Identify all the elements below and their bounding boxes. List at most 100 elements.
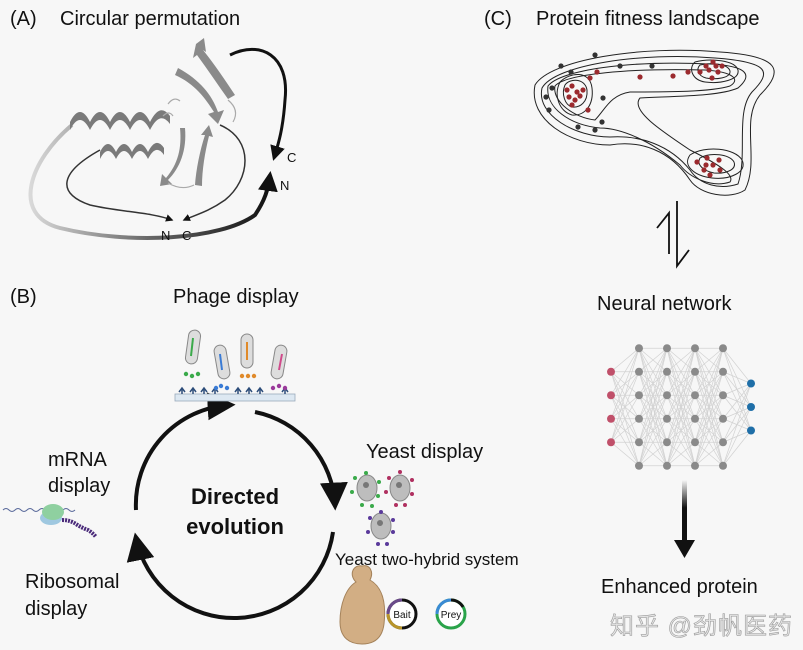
low-fitness-variant-dot [549, 85, 555, 91]
high-fitness-variant-dot [709, 75, 715, 81]
high-fitness-variant-dot [713, 63, 719, 69]
nn-edge [694, 348, 724, 396]
nn-hidden-node [719, 344, 727, 353]
high-fitness-variant-dot [564, 87, 570, 93]
nn-edge [722, 383, 752, 396]
high-fitness-variant-dot [703, 63, 709, 69]
mrna-display-label-line1: mRNA [48, 449, 107, 471]
nn-edge [610, 348, 640, 419]
high-fitness-variant-dot [574, 89, 580, 95]
high-fitness-variant-dot [569, 102, 575, 108]
high-fitness-variant-dot [710, 162, 716, 168]
nn-hidden-node [635, 461, 643, 470]
ribosomal-display-label-line1: Ribosomal [25, 571, 120, 593]
high-fitness-variant-dot [670, 73, 676, 79]
equilibrium-arrows-icon [656, 201, 690, 269]
nn-input-node [607, 438, 615, 447]
directed-evolution-label-line1: Directed [190, 484, 280, 509]
nn-edge [638, 371, 668, 466]
nn-hidden-node [663, 391, 671, 400]
panel-a-tag: (A) [10, 8, 37, 30]
mrna-display-label-line2: display [48, 475, 111, 497]
nn-hidden-node [691, 344, 699, 353]
high-fitness-variant-dot [715, 69, 721, 75]
landscape-dots [543, 52, 725, 178]
nn-hidden-node [691, 438, 699, 447]
nn-edge [694, 418, 724, 466]
nn-edge [722, 383, 752, 443]
nn-edge [722, 383, 752, 466]
enhanced-protein-label: Enhanced protein [601, 576, 758, 598]
nn-hidden-node [719, 461, 727, 470]
high-fitness-variant-dot [580, 87, 586, 93]
low-fitness-variant-dot [592, 52, 598, 58]
nn-output-node [747, 379, 755, 388]
low-fitness-variant-dot [600, 95, 606, 101]
beta-strand-icon [160, 38, 235, 186]
nn-input-node [607, 414, 615, 423]
nn-edge [722, 383, 752, 419]
high-fitness-variant-dot [637, 74, 643, 80]
neural-network-diagram [607, 344, 755, 470]
nn-hidden-node [691, 414, 699, 423]
nn-output-node [747, 426, 755, 435]
high-fitness-variant-dot [585, 107, 591, 113]
nn-output-node [747, 403, 755, 411]
nn-hidden-node [635, 391, 643, 400]
nn-edge [638, 395, 668, 466]
nn-hidden-node [663, 367, 671, 376]
nn-edge [666, 418, 696, 466]
nn-edge [722, 406, 752, 466]
nn-hidden-node [663, 438, 671, 447]
nn-edge [638, 348, 668, 466]
nn-edge [610, 348, 640, 443]
nn-edge [638, 348, 668, 396]
nn-edge [666, 348, 696, 396]
outer-permutation-loop [28, 47, 288, 240]
watermark: 知乎 @劲帆医药 [610, 613, 794, 641]
nn-hidden-node [663, 414, 671, 423]
loop-connector [162, 98, 237, 189]
low-fitness-variant-dot [649, 63, 655, 69]
nn-hidden-node [691, 367, 699, 376]
high-fitness-variant-dot [566, 94, 572, 100]
ribosomal-display-label-line2: display [25, 598, 88, 620]
yeast-cell-icon [339, 565, 386, 645]
panel-b-tag: (B) [10, 286, 37, 308]
yeast-two-hybrid-label: Yeast two-hybrid system [335, 550, 519, 569]
high-fitness-variant-dot [716, 157, 722, 163]
nn-hidden-node [635, 344, 643, 353]
inner-n-terminus: N [161, 228, 170, 243]
high-fitness-variant-dot [697, 69, 703, 75]
low-fitness-variant-dot [599, 119, 605, 125]
nn-edge [694, 348, 724, 466]
high-fitness-variant-dot [706, 67, 712, 73]
inner-permutation-loop [66, 124, 246, 222]
nn-input-node [607, 391, 615, 400]
phage-display-illustration [174, 329, 296, 402]
nn-edge [694, 371, 724, 466]
ribosome-mrna-illustration [2, 504, 98, 539]
high-fitness-variant-dot [710, 59, 716, 65]
high-fitness-variant-dot [703, 162, 709, 168]
high-fitness-variant-dot [587, 75, 593, 81]
low-fitness-variant-dot [558, 63, 564, 69]
directed-evolution-cycle [126, 392, 348, 620]
nn-edge [638, 418, 668, 466]
nn-hidden-node [635, 414, 643, 423]
nn-edge [666, 348, 696, 466]
nn-edge [694, 348, 724, 443]
low-fitness-variant-dot [575, 124, 581, 130]
nn-edge [610, 418, 640, 443]
low-fitness-variant-dot [617, 63, 623, 69]
prey-plasmid-icon: Prey [435, 598, 467, 630]
nn-edge [666, 347, 696, 373]
high-fitness-variant-dot [569, 83, 575, 89]
nn-edge [638, 347, 668, 373]
nn-hidden-node [719, 367, 727, 376]
bait-plasmid-icon: Bait [386, 598, 418, 630]
nn-edge [666, 348, 696, 419]
inner-c-terminus: C [182, 228, 191, 243]
high-fitness-variant-dot [577, 93, 583, 99]
